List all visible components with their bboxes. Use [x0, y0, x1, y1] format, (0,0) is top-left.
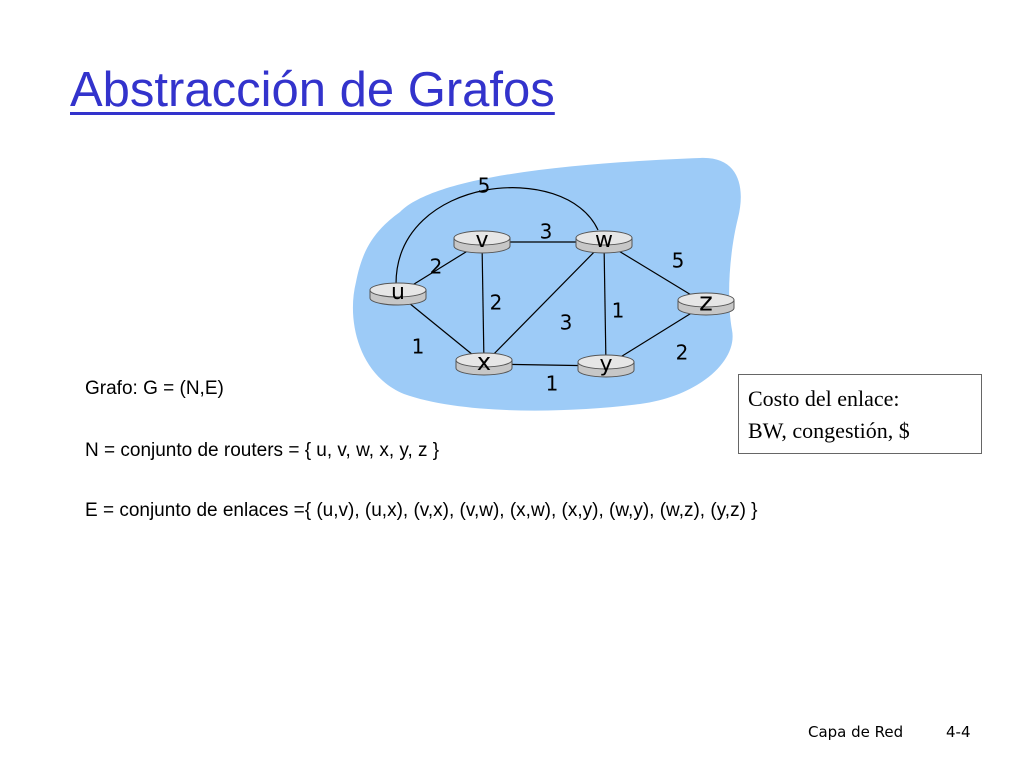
- edges-definition: E = conjunto de enlaces ={ (u,v), (u,x),…: [85, 500, 758, 521]
- edge-v-x: [481, 241, 485, 365]
- edge-w-y: [603, 241, 607, 367]
- router-z: z: [677, 288, 735, 318]
- router-label-v: v: [475, 228, 488, 253]
- link-cost-box: Costo del enlace: BW, congestión, $: [738, 374, 982, 454]
- router-label-z: z: [699, 288, 713, 318]
- edge-cost-w-y: 1: [612, 299, 625, 323]
- edge-y-z: [605, 303, 707, 367]
- edge-cost-x-w: 3: [560, 311, 573, 335]
- edge-x-w: [483, 241, 605, 365]
- edge-cost-v-w: 3: [540, 220, 553, 244]
- link-cost-line-2: BW, congestión, $: [748, 418, 910, 443]
- router-u: u: [369, 280, 427, 306]
- footer-chapter: Capa de Red: [808, 723, 904, 741]
- router-y: y: [577, 352, 635, 378]
- link-cost-line-1: Costo del enlace:: [748, 386, 900, 411]
- router-w: w: [575, 228, 633, 254]
- edge-u-x: [397, 293, 485, 365]
- router-label-u: u: [391, 280, 405, 305]
- footer-page-number: 4-4: [946, 723, 971, 741]
- router-label-y: y: [599, 352, 612, 377]
- edge-w-z: [603, 241, 707, 305]
- edge-cost-u-v: 2: [430, 255, 443, 279]
- graph-definition: Grafo: G = (N,E): [85, 378, 224, 399]
- router-x: x: [455, 348, 513, 376]
- nodes-definition: N = conjunto de routers = { u, v, w, x, …: [85, 440, 440, 461]
- router-label-w: w: [595, 228, 613, 253]
- page-title: Abstracción de Grafos: [70, 63, 555, 117]
- edge-cost-u-x: 1: [412, 335, 425, 359]
- edge-u-w: [395, 187, 599, 285]
- router-label-x: x: [477, 348, 491, 376]
- edge-cost-x-y: 1: [546, 372, 559, 396]
- edge-cost-y-z: 2: [676, 341, 689, 365]
- edge-cost-u-w: 5: [478, 174, 491, 198]
- edge-cost-v-x: 2: [490, 291, 503, 315]
- network-cloud: [352, 157, 741, 411]
- router-v: v: [453, 228, 511, 254]
- edge-cost-w-z: 5: [672, 249, 685, 273]
